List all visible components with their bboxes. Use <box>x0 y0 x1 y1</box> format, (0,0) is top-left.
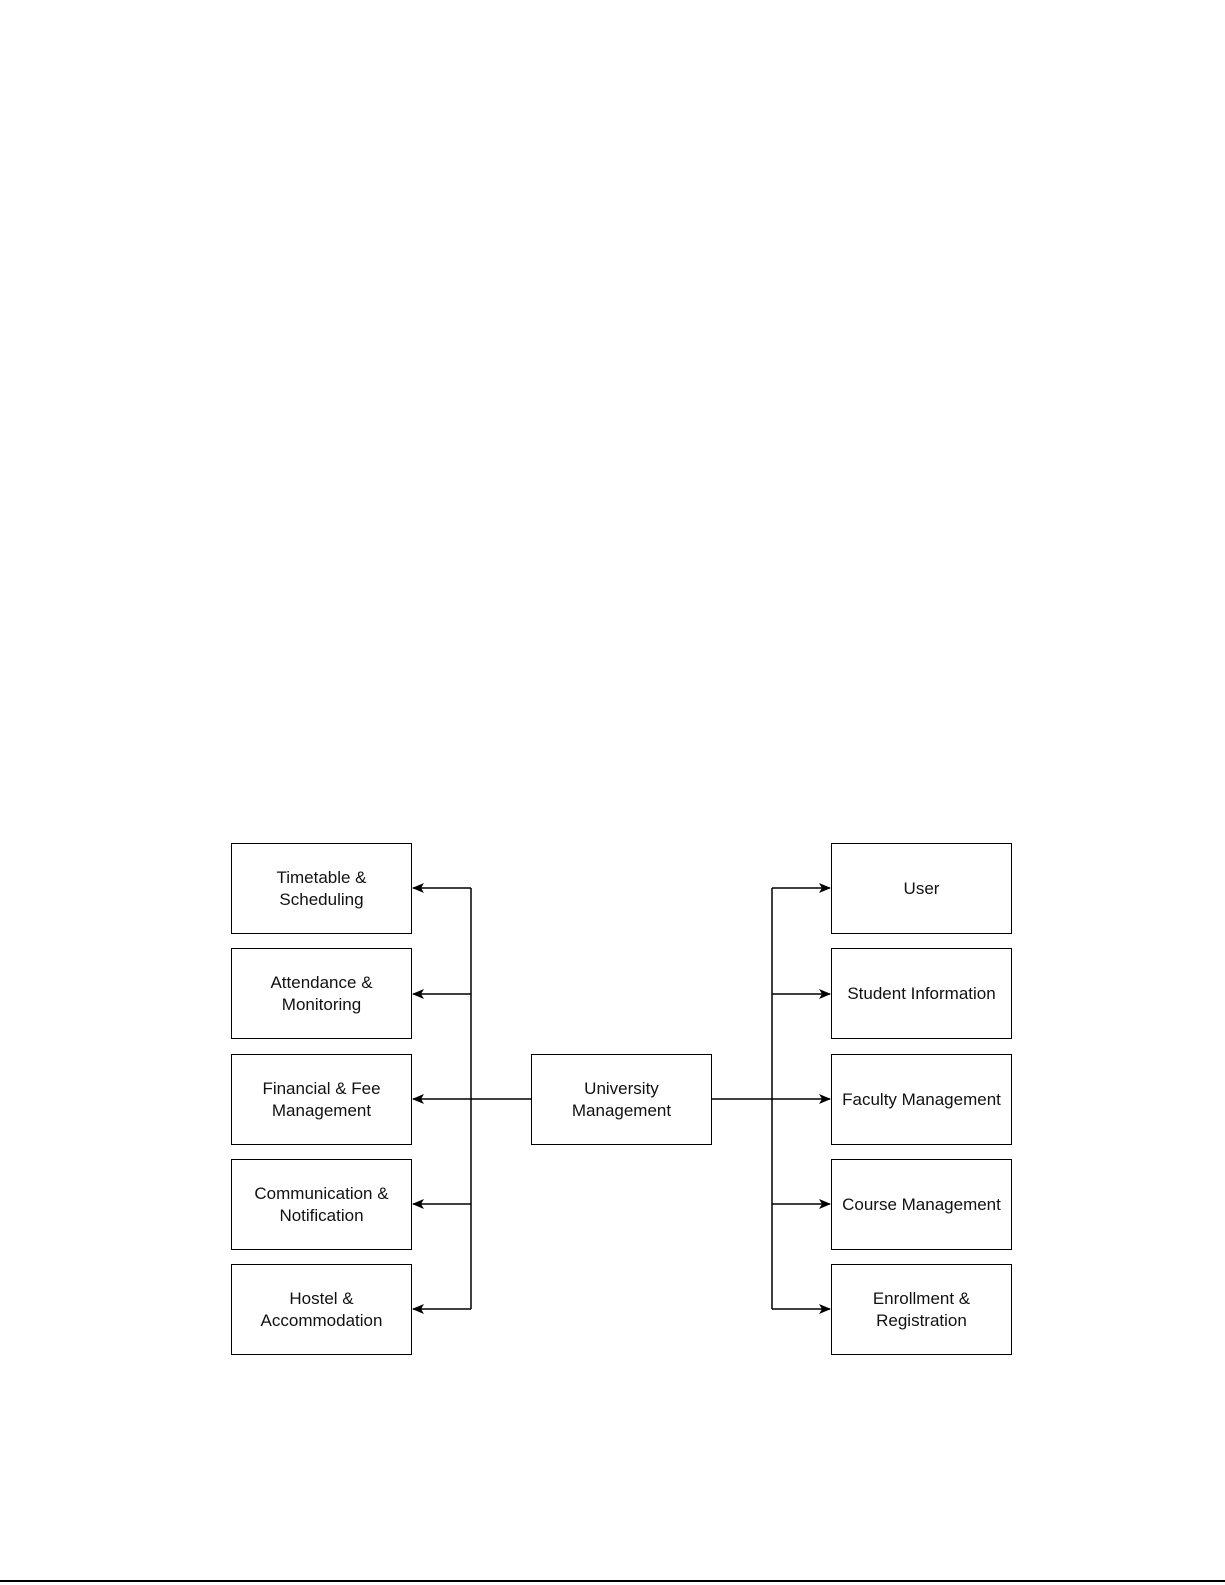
node-label: Student Information <box>847 983 995 1005</box>
node-financial-fee-management: Financial & Fee Management <box>231 1054 412 1145</box>
node-label: Course Management <box>842 1194 1001 1216</box>
node-label: Timetable & Scheduling <box>276 867 366 911</box>
node-label: Communication & Notification <box>254 1183 388 1227</box>
node-label: Financial & Fee Management <box>262 1078 380 1122</box>
node-timetable-scheduling: Timetable & Scheduling <box>231 843 412 934</box>
node-user: User <box>831 843 1012 934</box>
node-university-management: University Management <box>531 1054 712 1145</box>
node-enrollment-registration: Enrollment & Registration <box>831 1264 1012 1355</box>
node-label: Hostel & Accommodation <box>261 1288 383 1332</box>
node-label: Attendance & Monitoring <box>270 972 372 1016</box>
node-label: Enrollment & Registration <box>873 1288 970 1332</box>
node-label: User <box>904 878 940 900</box>
node-faculty-management: Faculty Management <box>831 1054 1012 1145</box>
node-label: Faculty Management <box>842 1089 1001 1111</box>
node-communication-notification: Communication & Notification <box>231 1159 412 1250</box>
node-hostel-accommodation: Hostel & Accommodation <box>231 1264 412 1355</box>
node-student-information: Student Information <box>831 948 1012 1039</box>
node-course-management: Course Management <box>831 1159 1012 1250</box>
page-bottom-rule <box>0 1580 1225 1582</box>
node-attendance-monitoring: Attendance & Monitoring <box>231 948 412 1039</box>
node-label: University Management <box>572 1078 671 1122</box>
